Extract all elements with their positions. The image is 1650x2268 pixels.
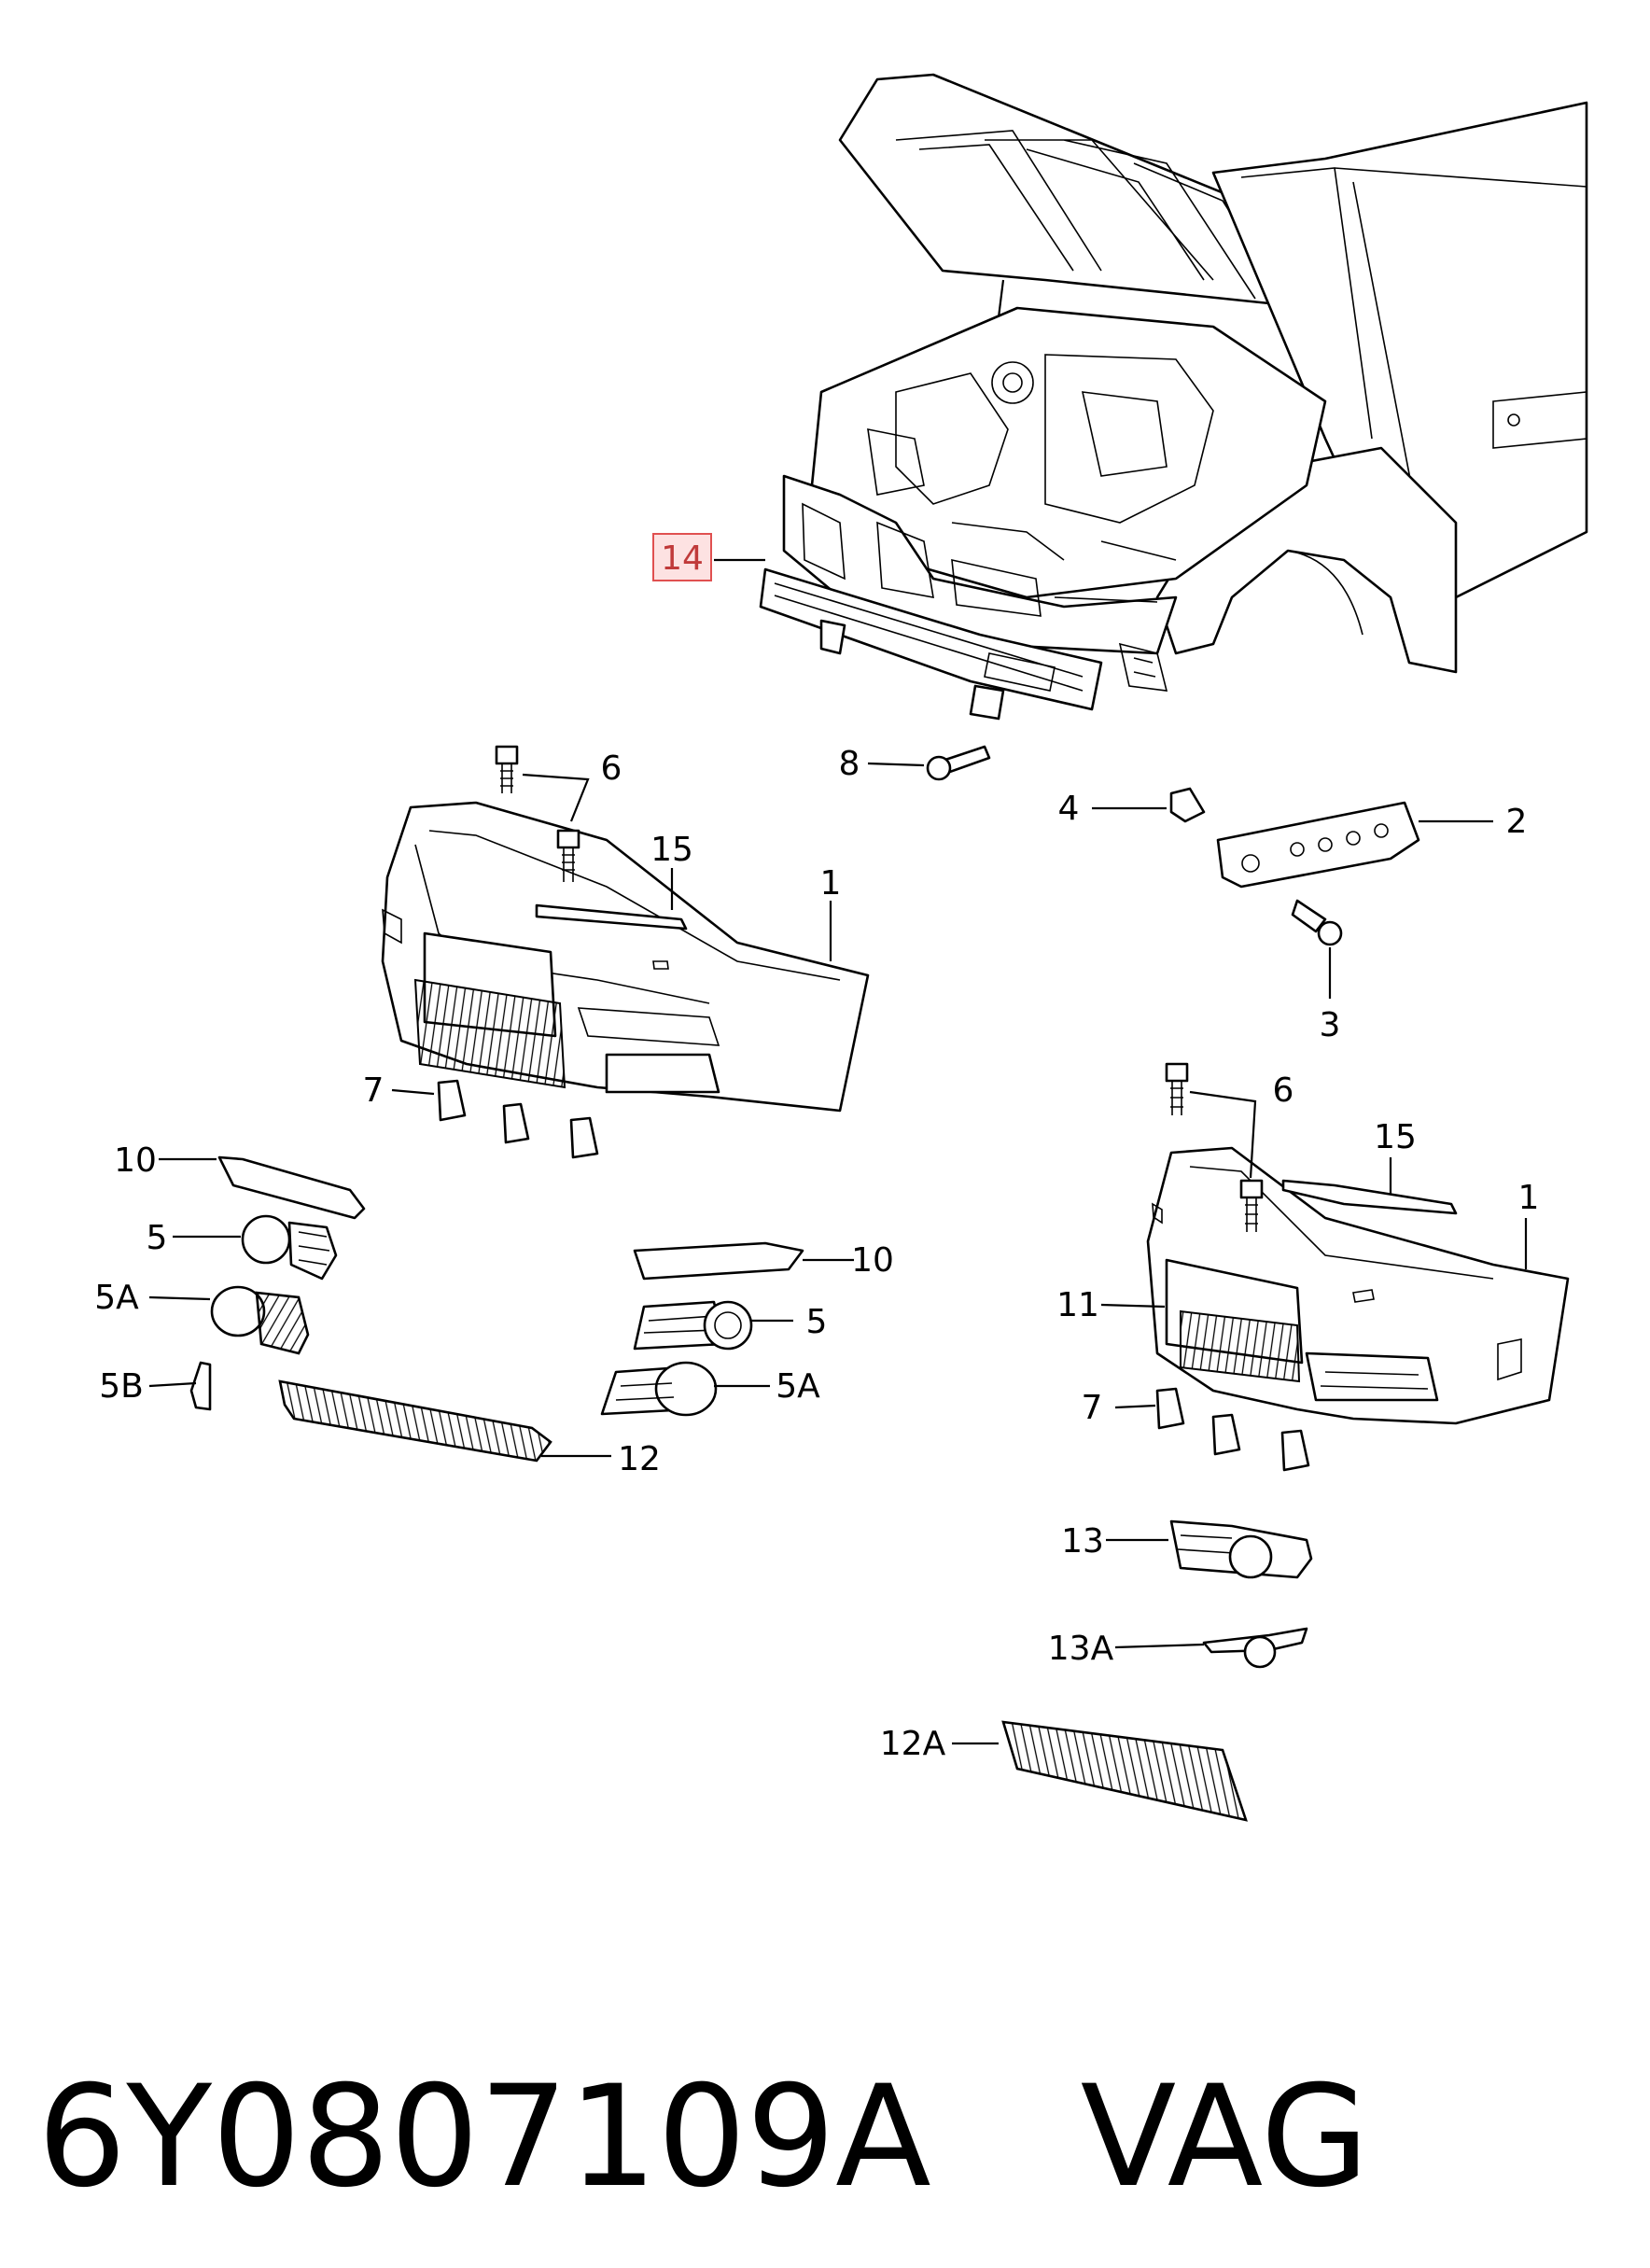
callout-14: 14 — [661, 539, 704, 578]
callout-7-left: 7 — [363, 1071, 385, 1110]
part-number-footer: 6Y0807109A VAG — [37, 2049, 1624, 2226]
part-number: 6Y0807109A — [37, 2056, 931, 2219]
highlight-box-14 — [652, 533, 712, 581]
callout-13A: 13A — [1048, 1630, 1114, 1668]
callout-7-right: 7 — [1082, 1389, 1103, 1427]
callout-5B: 5B — [99, 1367, 144, 1406]
callout-13: 13 — [1061, 1522, 1104, 1561]
screw-6-right — [1165, 1062, 1264, 1232]
brand-name: VAG — [1080, 2056, 1369, 2219]
clips-7-left — [437, 1079, 599, 1159]
callout-12A: 12A — [880, 1725, 946, 1763]
front-bumper-left-view — [381, 801, 870, 1113]
leader-lines — [148, 558, 1528, 1745]
car-body-drawing — [759, 73, 1588, 721]
callout-8: 8 — [839, 745, 860, 783]
callout-15-right: 15 — [1374, 1118, 1417, 1156]
callout-1-right: 1 — [1518, 1179, 1540, 1217]
callout-12: 12 — [618, 1440, 661, 1478]
callout-11: 11 — [1056, 1286, 1099, 1324]
callout-5-middle: 5 — [806, 1303, 828, 1341]
callout-4: 4 — [1058, 790, 1080, 828]
callout-3: 3 — [1320, 1006, 1341, 1044]
callout-6-right: 6 — [1273, 1071, 1294, 1110]
callout-labels: 14 8 4 2 3 6 15 1 7 10 5 5A 5B 12 10 5 5… — [94, 533, 1540, 1763]
callout-1-left: 1 — [820, 864, 842, 903]
bracket-assembly — [1169, 787, 1420, 946]
middle-trim-parts — [600, 1241, 804, 1417]
left-trim-parts — [189, 1155, 552, 1463]
callout-10-middle: 10 — [851, 1241, 894, 1280]
screw-6-left — [495, 745, 580, 882]
clips-7-right — [1155, 1387, 1310, 1472]
callout-5-left: 5 — [147, 1219, 168, 1257]
right-lower-parts — [1001, 1519, 1313, 1822]
callout-10-left: 10 — [114, 1141, 157, 1180]
callout-15-left: 15 — [650, 831, 693, 869]
bolt-8 — [926, 745, 991, 781]
callout-5A-left: 5A — [94, 1279, 139, 1317]
callout-6-left: 6 — [601, 749, 622, 788]
callout-2: 2 — [1506, 803, 1528, 841]
front-bumper-right-view — [1146, 1146, 1570, 1425]
callout-5A-middle: 5A — [776, 1367, 820, 1406]
